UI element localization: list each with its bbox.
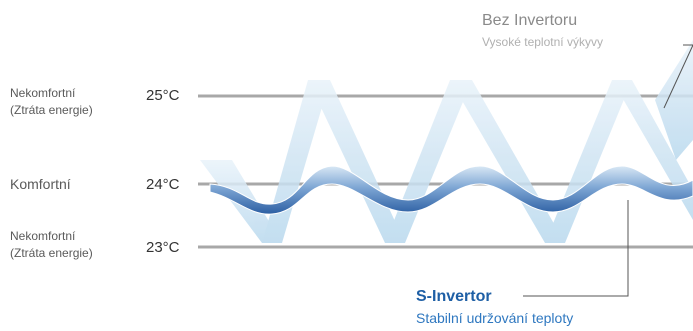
comfort-label-middle: Komfortní (10, 176, 71, 192)
comfort-label-bottom: Nekomfortní (Ztráta energie) (10, 228, 93, 262)
comfort-label-bottom-line2: (Ztráta energie) (10, 246, 93, 260)
s-inverter-ribbon (209, 165, 693, 215)
comfort-label-top-line2: (Ztráta energie) (10, 103, 93, 117)
s-inverter-subtitle: Stabilní udržování teploty (416, 310, 574, 326)
comfort-label-top-line1: Nekomfortní (10, 86, 76, 100)
without-inverter-leader-diagonal (663, 44, 693, 109)
temp-label-25: 25°C (146, 87, 180, 104)
s-inverter-leader (523, 200, 629, 297)
comfort-label-middle-line1: Komfortní (10, 176, 71, 192)
s-inverter-title: S-Invertor (416, 288, 492, 305)
temp-label-23: 23°C (146, 239, 180, 256)
without-inverter-title: Bez Invertoru (482, 12, 578, 29)
comfort-label-bottom-line1: Nekomfortní (10, 229, 76, 243)
comfort-label-top: Nekomfortní (Ztráta energie) (10, 85, 93, 119)
temp-label-24: 24°C (146, 176, 180, 193)
without-inverter-subtitle: Vysoké teplotní výkyvy (482, 35, 603, 49)
